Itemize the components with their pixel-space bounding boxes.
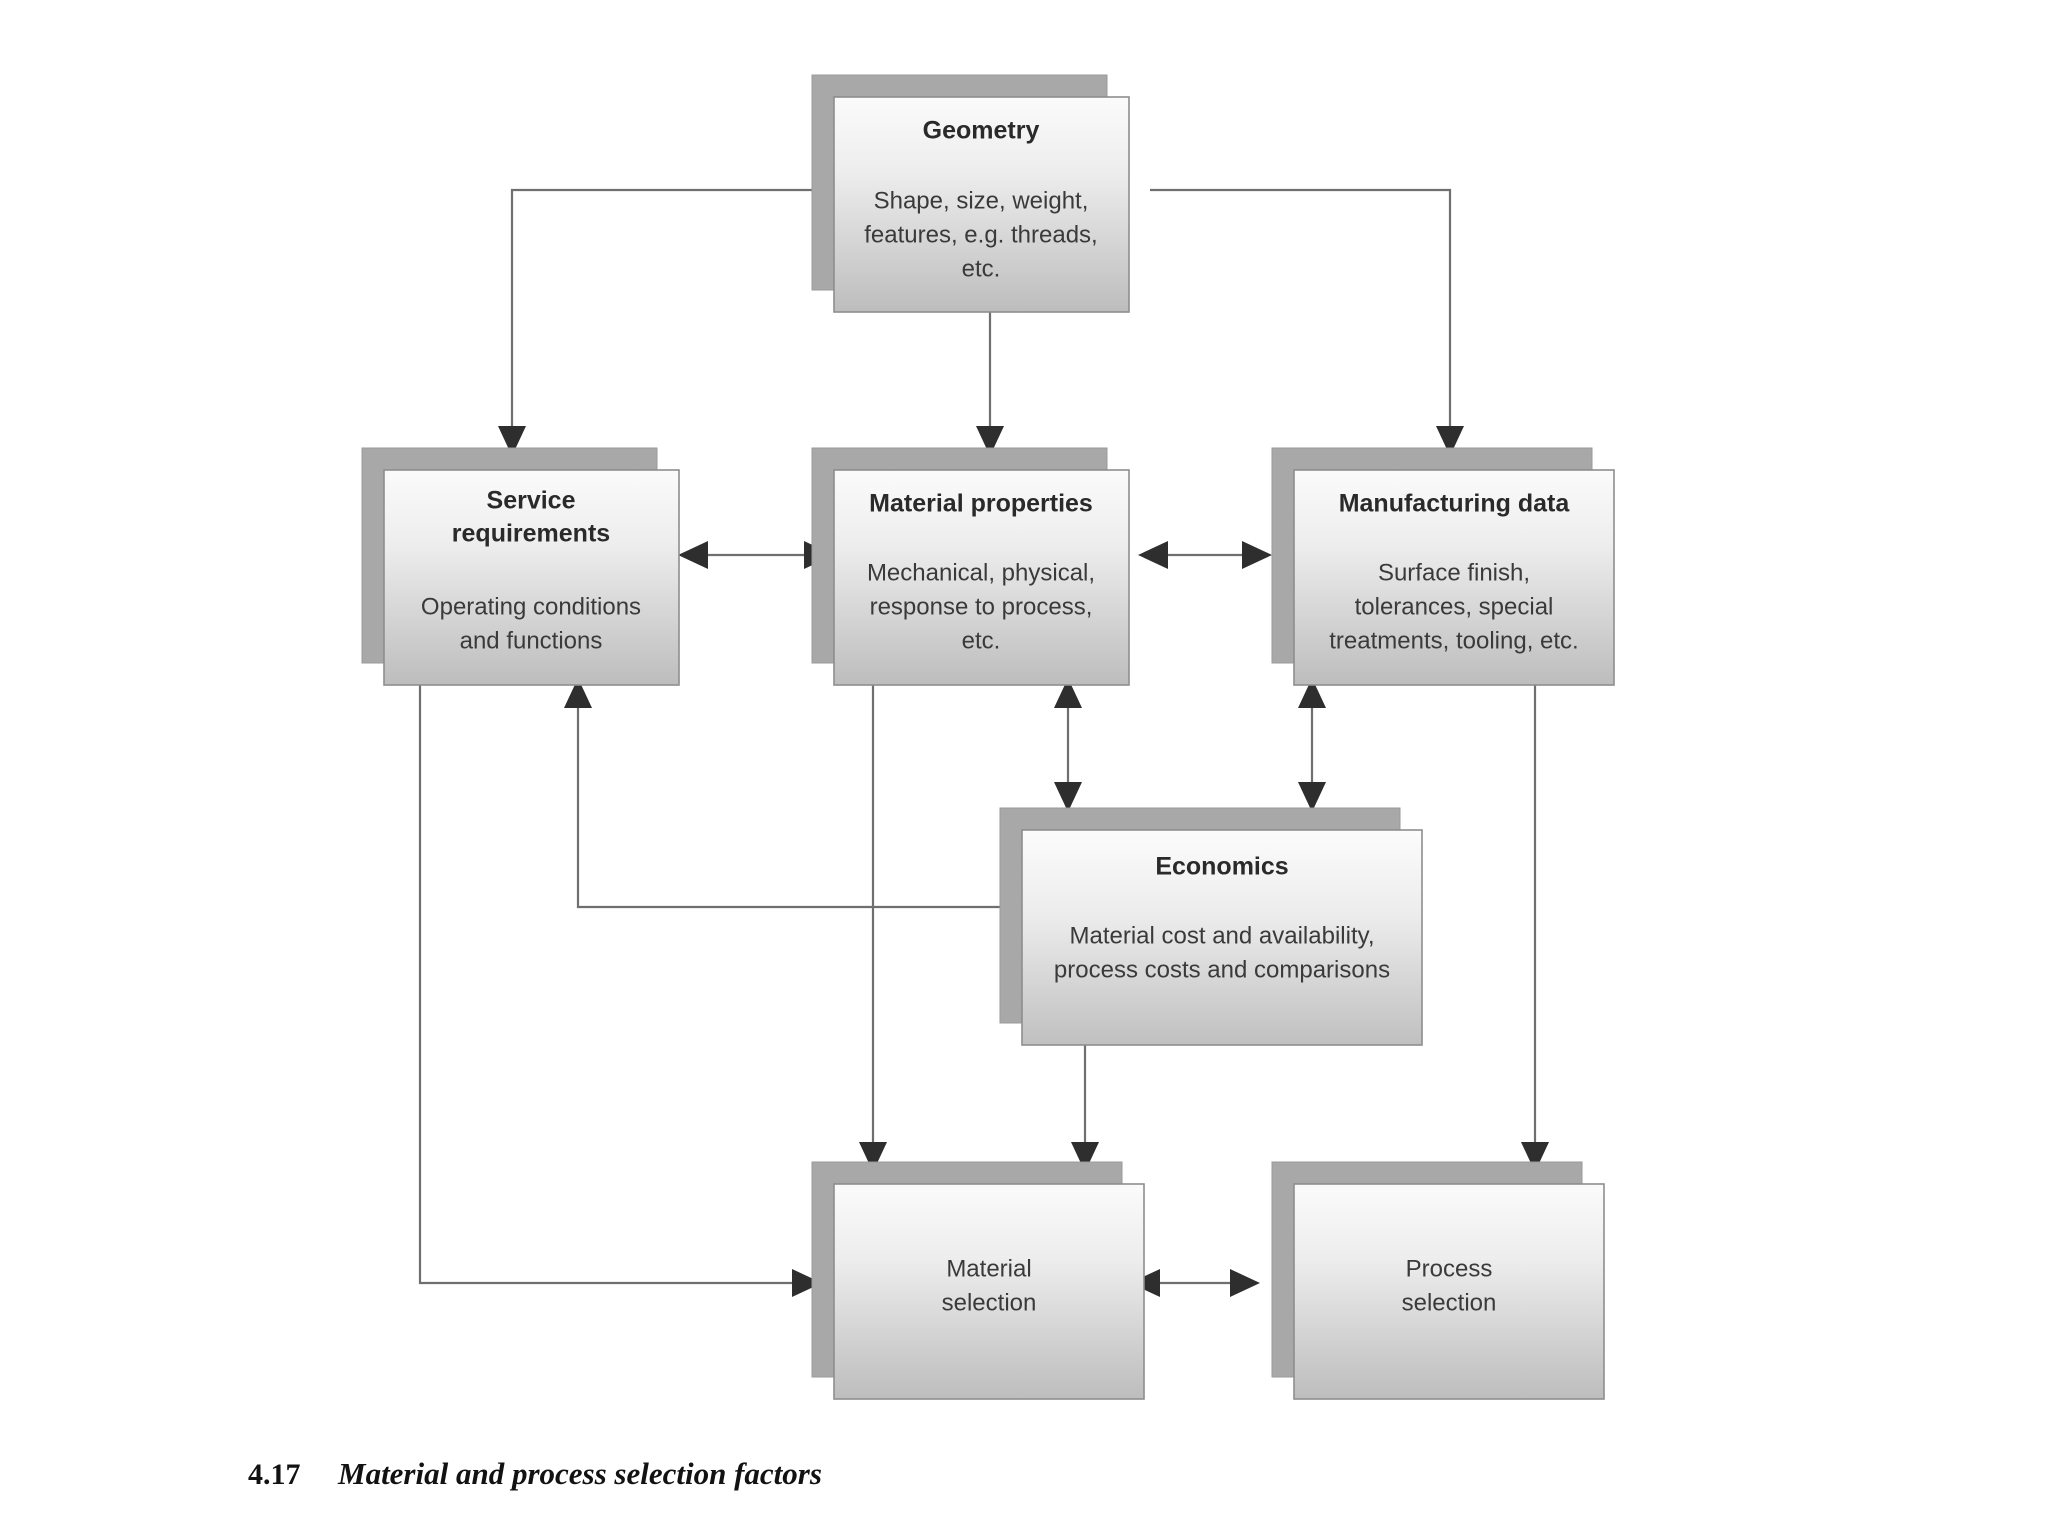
edge-geometry-to-material-properties [976, 305, 1004, 456]
node-geometry-title: Geometry [923, 117, 1040, 145]
edge-manufacturing-data-to-process-selection [1521, 672, 1549, 1172]
node-service-requirements-line2: and functions [460, 627, 603, 654]
edge-service-requirements-material-properties [678, 541, 834, 569]
node-material-selection[interactable]: Material selection [811, 1161, 1145, 1400]
node-manufacturing-data[interactable]: Manufacturing data Surface finish, toler… [1271, 447, 1615, 686]
node-service-requirements-box[interactable] [383, 469, 680, 686]
node-economics-line2: process costs and comparisons [1054, 956, 1390, 983]
node-geometry-box[interactable] [833, 96, 1130, 313]
node-material-selection-box[interactable] [833, 1183, 1145, 1400]
edge-geometry-to-service-requirements [498, 188, 828, 456]
node-economics-line1: Material cost and availability, [1069, 922, 1374, 949]
node-material-properties-line1: Mechanical, physical, [867, 559, 1095, 586]
connector-layer [418, 188, 1549, 1297]
node-manufacturing-data-line3: treatments, tooling, etc. [1329, 627, 1578, 654]
node-material-properties[interactable]: Material properties Mechanical, physical… [811, 447, 1130, 686]
node-material-properties-line2: response to process, [870, 593, 1093, 620]
node-manufacturing-data-line2: tolerances, special [1355, 593, 1554, 620]
edge-geometry-to-manufacturing-data [1150, 188, 1464, 456]
node-economics-box[interactable] [1021, 829, 1423, 1046]
node-service-requirements-title-line2: requirements [452, 520, 610, 548]
node-geometry-line2: features, e.g. threads, [864, 221, 1097, 248]
node-geometry-line1: Shape, size, weight, [874, 187, 1089, 214]
node-manufacturing-data-box[interactable] [1293, 469, 1615, 686]
edge-material-properties-manufacturing-data [1138, 541, 1272, 569]
edge-economics-to-material-selection [1071, 1035, 1099, 1172]
edge-material-properties-to-material-selection [859, 672, 887, 1172]
node-material-selection-title-line1: Material [946, 1255, 1031, 1282]
node-material-properties-line3: etc. [962, 627, 1001, 654]
figure-caption: 4.17 Material and process selection fact… [248, 1456, 822, 1491]
figure-caption-title: Material and process selection factors [337, 1456, 822, 1491]
figure-caption-number: 4.17 [248, 1458, 301, 1491]
edge-economics-to-service-requirements [564, 678, 1012, 909]
node-process-selection-box[interactable] [1293, 1183, 1605, 1400]
edge-material-selection-process-selection [1130, 1269, 1260, 1297]
node-process-selection-title-line2: selection [1402, 1289, 1497, 1316]
node-economics-title: Economics [1155, 853, 1288, 881]
node-service-requirements-title-line1: Service [487, 487, 576, 515]
edge-service-requirements-to-material-selection [418, 672, 822, 1297]
node-process-selection-title-line1: Process [1406, 1255, 1493, 1282]
node-material-selection-title-line2: selection [942, 1289, 1037, 1316]
node-service-requirements[interactable]: Service requirements Operating condition… [361, 447, 680, 686]
edge-economics-material-properties [1054, 678, 1082, 812]
node-service-requirements-line1: Operating conditions [421, 593, 641, 620]
node-manufacturing-data-title: Manufacturing data [1339, 490, 1571, 518]
node-manufacturing-data-line1: Surface finish, [1378, 559, 1530, 586]
node-economics[interactable]: Economics Material cost and availability… [999, 807, 1423, 1046]
node-material-properties-box[interactable] [833, 469, 1130, 686]
edge-economics-manufacturing-data [1298, 678, 1326, 812]
node-material-properties-title: Material properties [869, 490, 1093, 518]
node-geometry-line3: etc. [962, 255, 1001, 282]
node-geometry[interactable]: Geometry Shape, size, weight, features, … [811, 74, 1130, 313]
node-process-selection[interactable]: Process selection [1271, 1161, 1605, 1400]
